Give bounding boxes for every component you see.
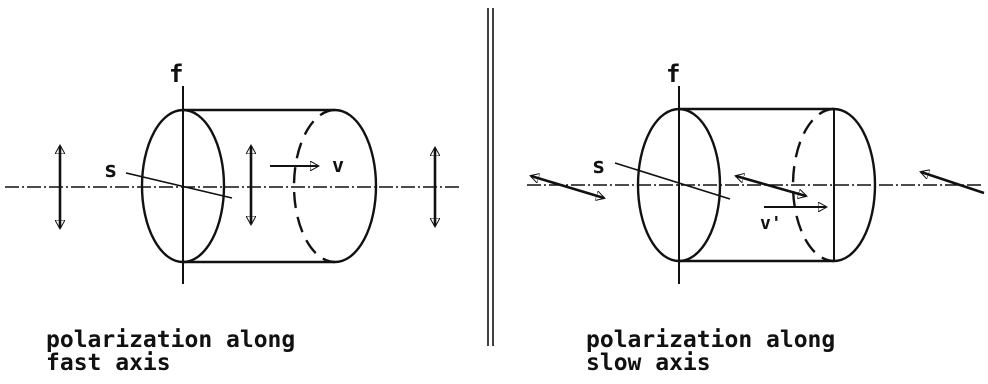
panel-divider [487, 8, 494, 346]
left-slow-axis-line [125, 172, 233, 199]
right-slow-axis-label: s [592, 154, 605, 179]
right-caption-line-2: slow axis [586, 350, 711, 376]
right-panel: f s v' [527, 60, 985, 284]
left-slow-axis-label: s [104, 158, 117, 183]
left-back-face-hidden-arc [292, 108, 336, 264]
right-velocity-label: v' [760, 213, 782, 234]
left-fast-axis-label: f [169, 60, 183, 88]
right-polarization-outgoing-arrow [921, 172, 985, 195]
right-fast-axis-label: f [666, 60, 680, 88]
left-panel: f s v [5, 60, 462, 284]
left-caption-line-1: polarization along [46, 327, 296, 353]
right-polarization-incoming-arrow [531, 176, 604, 198]
left-crystal-cylinder [140, 108, 378, 264]
left-caption-line-2: fast axis [46, 350, 171, 376]
left-back-face-front-arc [334, 108, 378, 264]
right-polarization-inside-arrow [736, 176, 806, 196]
left-velocity-label: v [332, 153, 344, 177]
right-caption-line-1: polarization along [586, 327, 836, 353]
right-back-face-front-arc [833, 107, 877, 263]
right-slow-axis-line [614, 162, 731, 200]
